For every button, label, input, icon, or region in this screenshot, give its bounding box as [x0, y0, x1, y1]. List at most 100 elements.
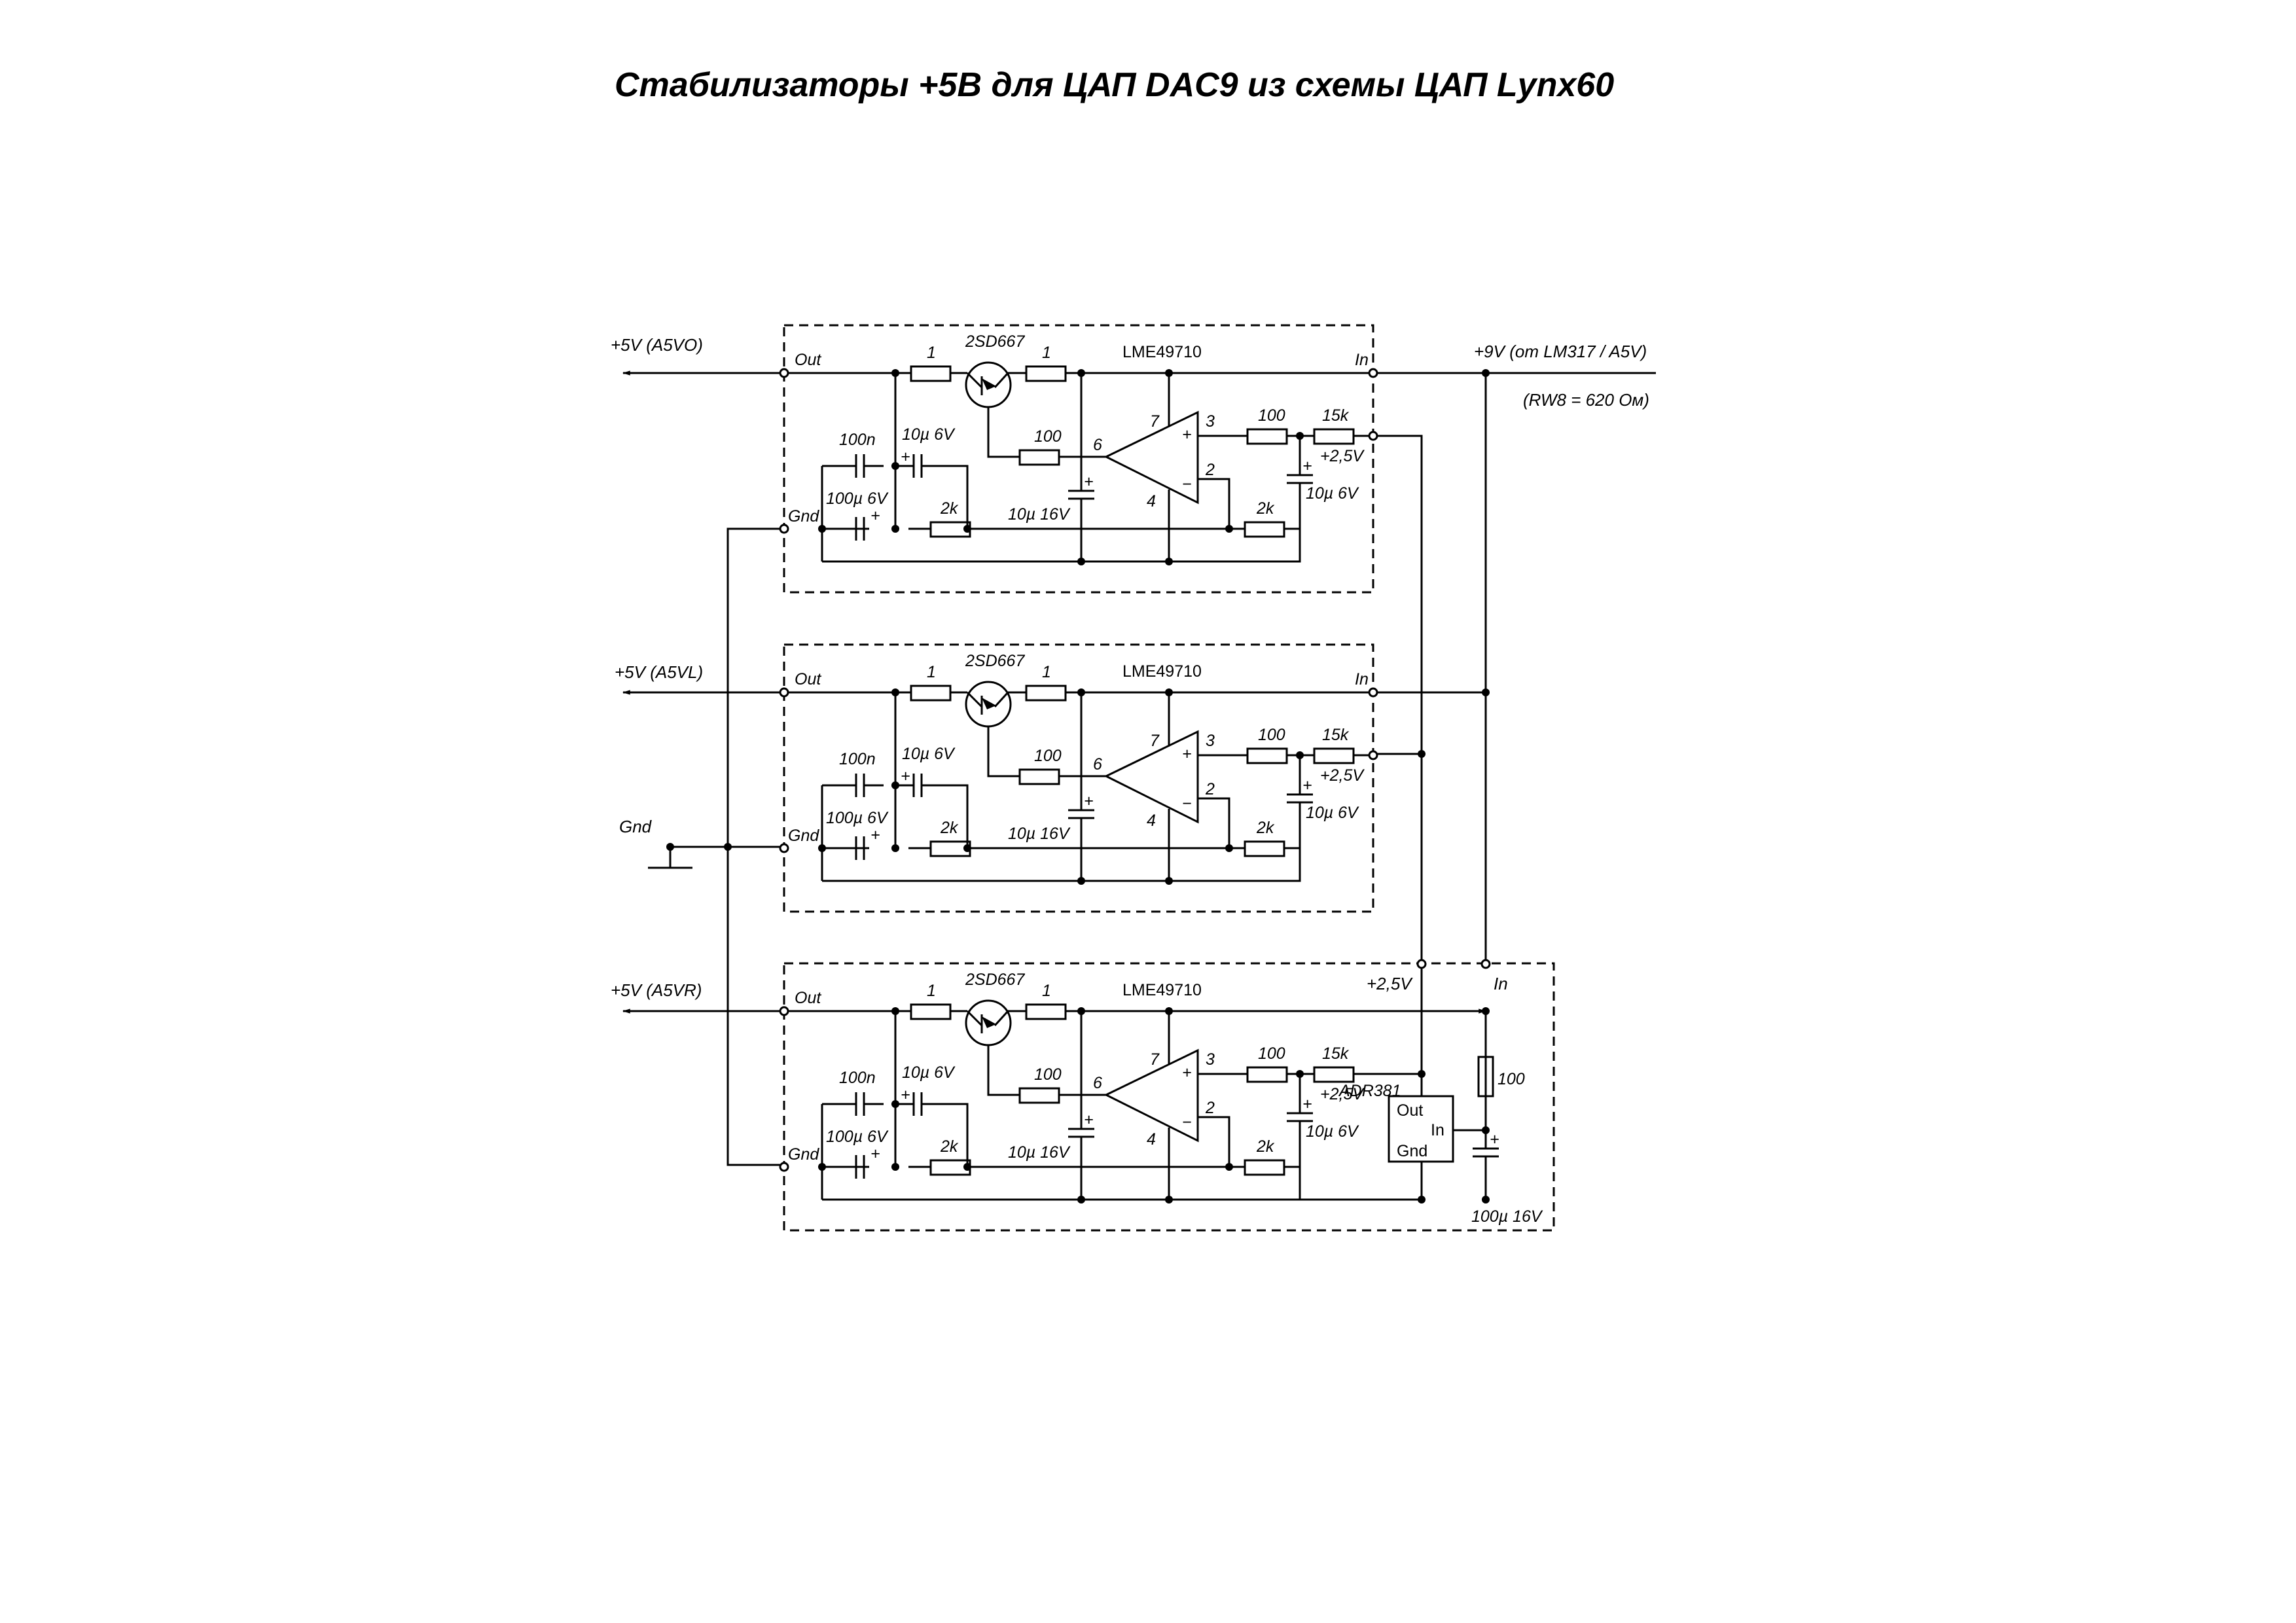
opamp-label: LME49710	[1122, 981, 1202, 999]
left-cap-wires	[821, 692, 969, 881]
cap-100u-6v	[855, 836, 865, 860]
r-div-label: 15k	[1322, 726, 1350, 744]
c-100n-label: 100n	[839, 1069, 876, 1087]
adr381-in-pin: In	[1431, 1121, 1444, 1139]
gnd-pin-label: Gnd	[788, 507, 819, 526]
ref-cap-label: 10µ 6V	[1306, 1122, 1359, 1141]
ref-in-label: In	[1494, 974, 1508, 993]
ref-terminal-block3[interactable]	[1416, 959, 1427, 969]
plus-sign: +	[1182, 425, 1192, 444]
pin2-wire	[1198, 797, 1230, 848]
ref-terminal[interactable]	[1368, 431, 1378, 441]
resistor-r-in	[1246, 1066, 1288, 1083]
gnd-terminal[interactable]	[779, 1162, 789, 1172]
in-terminal[interactable]	[1368, 687, 1378, 698]
block-boundary	[783, 643, 1374, 913]
in-terminal-block3[interactable]	[1480, 959, 1491, 969]
out-terminal[interactable]	[779, 368, 789, 378]
r-gnd-label: 2k	[940, 499, 959, 518]
transistor-label: 2SD667	[965, 332, 1025, 351]
block-boundary	[783, 962, 1555, 1232]
resistor-r-div	[1313, 1066, 1355, 1083]
c-10u16-label: 10µ 16V	[1008, 825, 1071, 843]
r2-label: 1	[1042, 982, 1051, 1000]
c-100n-label: 100n	[839, 431, 876, 449]
ref-junction	[1418, 1070, 1426, 1078]
resistor-r2	[1025, 365, 1067, 382]
resistor-r-in	[1246, 428, 1288, 445]
ref-cap-plus: +	[1302, 457, 1312, 475]
c-100u-plus: +	[870, 507, 880, 525]
in-terminal[interactable]	[1368, 368, 1378, 378]
r-fb-label: 2k	[1256, 1137, 1275, 1156]
r-ref-in-label: 100	[1498, 1070, 1525, 1088]
c-ref-in-label: 100µ 16V	[1471, 1207, 1543, 1226]
c-10u6-plus: +	[901, 1086, 910, 1104]
transistor-leads	[966, 691, 1020, 777]
pin7-label: 7	[1150, 732, 1160, 750]
ext-junctions	[666, 369, 1490, 851]
pin7-label: 7	[1150, 412, 1160, 431]
c-100u-label: 100µ 6V	[826, 490, 889, 508]
gnd-terminal[interactable]	[779, 524, 789, 534]
cap-100n	[855, 774, 865, 797]
c-10u16-label: 10µ 16V	[1008, 505, 1071, 524]
cap-10u-6v	[912, 454, 923, 478]
c-100u-plus: +	[870, 1145, 880, 1163]
cap-10u-6v	[912, 1092, 923, 1116]
r-base-label: 100	[1034, 747, 1062, 765]
pin7-label: 7	[1150, 1050, 1160, 1069]
r2-label: 1	[1042, 344, 1051, 362]
ref-cap-label: 10µ 6V	[1306, 804, 1359, 822]
resistor-r1	[910, 1003, 952, 1020]
resistor-r-div	[1313, 747, 1355, 764]
transistor-emitter-arrow	[982, 1016, 996, 1028]
gnd-terminal[interactable]	[779, 843, 789, 853]
adr381-wires	[1453, 1011, 1487, 1162]
c-10u16-plus: +	[1084, 792, 1094, 810]
pin2-label: 2	[1205, 780, 1215, 798]
cap-10u-6v	[912, 774, 923, 797]
r-fb-label: 2k	[1256, 499, 1275, 518]
pin6-label: 6	[1093, 755, 1102, 774]
output-label-3: +5V (A5VR)	[611, 980, 702, 1000]
c-100u-plus: +	[870, 826, 880, 844]
pin2-label: 2	[1205, 1099, 1215, 1117]
c-10u6-plus: +	[901, 448, 910, 466]
resistor-r-div	[1313, 428, 1355, 445]
cap-100n	[855, 454, 865, 478]
opamp-label: LME49710	[1122, 343, 1202, 361]
junctions	[818, 369, 1304, 565]
ref-terminal[interactable]	[1368, 750, 1378, 760]
adr381-gnd-pin: Gnd	[1397, 1142, 1427, 1160]
cap-100u-6v	[855, 517, 865, 541]
adr381-chip	[1388, 1095, 1454, 1163]
opamp-lme49710	[1103, 1048, 1199, 1143]
out-terminal[interactable]	[779, 687, 789, 698]
resistor-r-in	[1246, 747, 1288, 764]
cap-10u-16v	[1068, 809, 1094, 819]
resistor-r-fb	[1244, 840, 1285, 857]
ref-cap-plus: +	[1302, 1095, 1312, 1113]
page-title: Стабилизаторы +5В для ЦАП DAC9 из схемы …	[615, 66, 1615, 104]
pin2-label: 2	[1205, 461, 1215, 479]
resistor-base	[1018, 1087, 1060, 1104]
output-label-1: +5V (A5VO)	[611, 335, 703, 355]
opamp-lme49710	[1103, 730, 1199, 824]
r-base-label: 100	[1034, 1065, 1062, 1084]
resistor-r2	[1025, 685, 1067, 702]
c-100u-label: 100µ 6V	[826, 1128, 889, 1146]
c-10u6-label: 10µ 6V	[902, 745, 956, 763]
c-ref-in-plus: +	[1490, 1130, 1499, 1149]
cap-100u-16v	[1473, 1147, 1499, 1158]
ref-junction	[1482, 1126, 1490, 1134]
in-pin-label: In	[1355, 670, 1369, 688]
out-terminal[interactable]	[779, 1006, 789, 1016]
ref-cap	[1287, 1112, 1313, 1122]
ref-junction	[1418, 1196, 1426, 1204]
resistor-base	[1018, 449, 1060, 466]
cap-10u-16v	[1068, 490, 1094, 500]
plus-sign: +	[1182, 745, 1192, 763]
output-label-2: +5V (A5VL)	[615, 662, 704, 682]
block-boundary	[783, 324, 1374, 594]
